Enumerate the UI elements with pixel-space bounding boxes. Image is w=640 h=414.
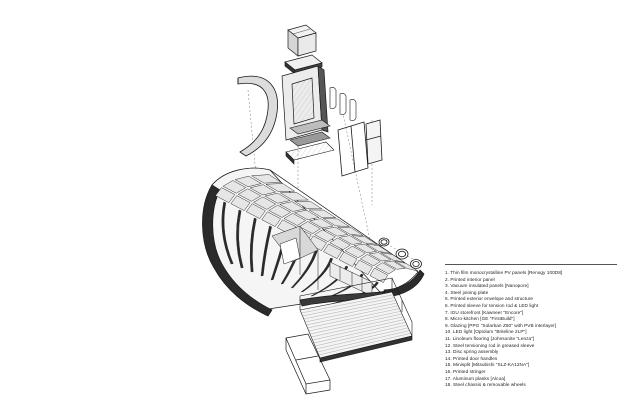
- legend-item: 10. LED light [Optolum "Briteline 2LP"]: [445, 329, 527, 335]
- deck-plank-line: [314, 324, 408, 347]
- legend-item: 13. Disc spring assembly: [445, 349, 499, 355]
- structural-rib: [300, 257, 334, 293]
- pv-panel: [323, 218, 351, 227]
- pv-panel: [338, 251, 358, 267]
- legend-item: 3. Vacuum insulated panels [Nanopore]: [445, 283, 529, 289]
- pv-panel: [215, 187, 236, 203]
- legend-item: 8. Micro-kitchen [GE "FirstBuild"]: [445, 316, 515, 322]
- deck-plank-line: [307, 308, 400, 329]
- deck-plank-line: [312, 319, 405, 341]
- pv-panel: [351, 235, 378, 245]
- pv-panel: [383, 260, 407, 270]
- pv-panel: [329, 237, 351, 250]
- pv-panel: [308, 218, 334, 229]
- pv-panel: [234, 175, 262, 188]
- pv-panel: [298, 221, 322, 234]
- structural-rib: [260, 225, 272, 277]
- pv-panel: [368, 252, 392, 262]
- legend-item: 15. Minisplit [Mitsubishi "SLZ-KA12NA"]: [445, 362, 530, 368]
- pv-panel: [380, 252, 405, 263]
- storefront-frame: [337, 119, 383, 177]
- pv-panel: [230, 195, 251, 211]
- deck-plank-line: [302, 297, 395, 317]
- disc-spring-assemblies: [378, 237, 422, 269]
- pv-panel: [314, 229, 336, 242]
- pv-panel: [338, 235, 363, 245]
- legend-item: 9. Glazing [PPG "Solarban Z50" with PVB …: [445, 322, 557, 328]
- pv-panel: [308, 209, 337, 219]
- legend-item: 5. Printed exterior envelope and structu…: [445, 296, 534, 302]
- legend-item: 16. Printed stringer: [445, 368, 486, 374]
- deck-plank-line: [304, 302, 398, 323]
- pv-panel: [354, 259, 373, 275]
- pv-roof-panels: [215, 174, 419, 283]
- pv-panel: [264, 192, 291, 204]
- deck-plank-line: [303, 300, 396, 320]
- legend-item: 12. Steel tensioning rod in greased slee…: [445, 342, 535, 348]
- pv-panel: [293, 200, 323, 210]
- legend-divider: [445, 264, 617, 265]
- legend-item: 2. Printed interior panel: [445, 276, 495, 282]
- legend-item: 11. Linoleum flooring [Johnsonite "Lenza…: [445, 335, 535, 341]
- pv-panel: [375, 262, 396, 275]
- pv-panel: [323, 226, 349, 237]
- structural-rib: [249, 217, 257, 273]
- legend-item: 6. Printed sleeve for tension rod & LED …: [445, 302, 539, 308]
- pv-panel: [366, 243, 391, 254]
- door-handle-parts: [329, 87, 357, 121]
- pv-panel: [344, 245, 366, 259]
- legend-item: 17. Aluminum planks [Alcoa]: [445, 375, 506, 381]
- pv-panel: [265, 183, 296, 192]
- pv-panel: [253, 196, 277, 210]
- interior-wall-panel: [281, 65, 329, 141]
- pv-panel: [268, 204, 292, 218]
- pv-panel: [245, 203, 266, 219]
- pv-panel: [250, 174, 282, 184]
- deck-plank-line: [309, 313, 403, 335]
- pv-panel: [293, 209, 320, 220]
- pv-panel: [337, 226, 364, 236]
- legend-item: 7. IGU storefront [Kawneer "Encore"]: [445, 309, 524, 315]
- legend-item: 14. Printed door handles: [445, 355, 498, 361]
- structural-rib: [221, 201, 234, 265]
- legend-item: 4. Steel joining plate: [445, 289, 489, 295]
- pv-panel: [279, 192, 310, 201]
- counter-slabs: [285, 119, 335, 165]
- legend-item: 1. Thin film monocrystalline PV panels […: [445, 270, 563, 275]
- pv-panel: [359, 254, 381, 267]
- pv-panel: [237, 188, 262, 202]
- minisplit-unit: [287, 24, 317, 57]
- deck-plank-line: [318, 333, 411, 356]
- pv-panel: [323, 243, 343, 259]
- pv-panel: [283, 213, 307, 226]
- deck-plank-line: [317, 330, 410, 353]
- pv-panel: [249, 184, 277, 196]
- structural-rib: [236, 209, 244, 269]
- deck-plank-line: [311, 316, 404, 338]
- aluminum-deck: [299, 277, 413, 363]
- pv-panel: [279, 201, 306, 212]
- pv-panel: [353, 243, 378, 253]
- end-wall-shell: [237, 76, 278, 157]
- deck-plank-line: [301, 294, 394, 314]
- deck-plank-line: [306, 305, 399, 326]
- component-legend: 1. Thin film monocrystalline PV panels […: [445, 270, 635, 389]
- steel-chassis: [285, 333, 331, 395]
- pv-panel: [369, 267, 389, 283]
- deck-plank-line: [313, 322, 406, 344]
- pv-panel: [261, 211, 282, 227]
- structural-rib: [290, 249, 318, 289]
- legend-item: 18. Steel chassis & removable wheels: [445, 382, 526, 388]
- pv-panel: [222, 180, 247, 194]
- deck-plank-line: [316, 327, 409, 350]
- deck-plank-line: [308, 311, 401, 332]
- interior-view: [271, 225, 373, 297]
